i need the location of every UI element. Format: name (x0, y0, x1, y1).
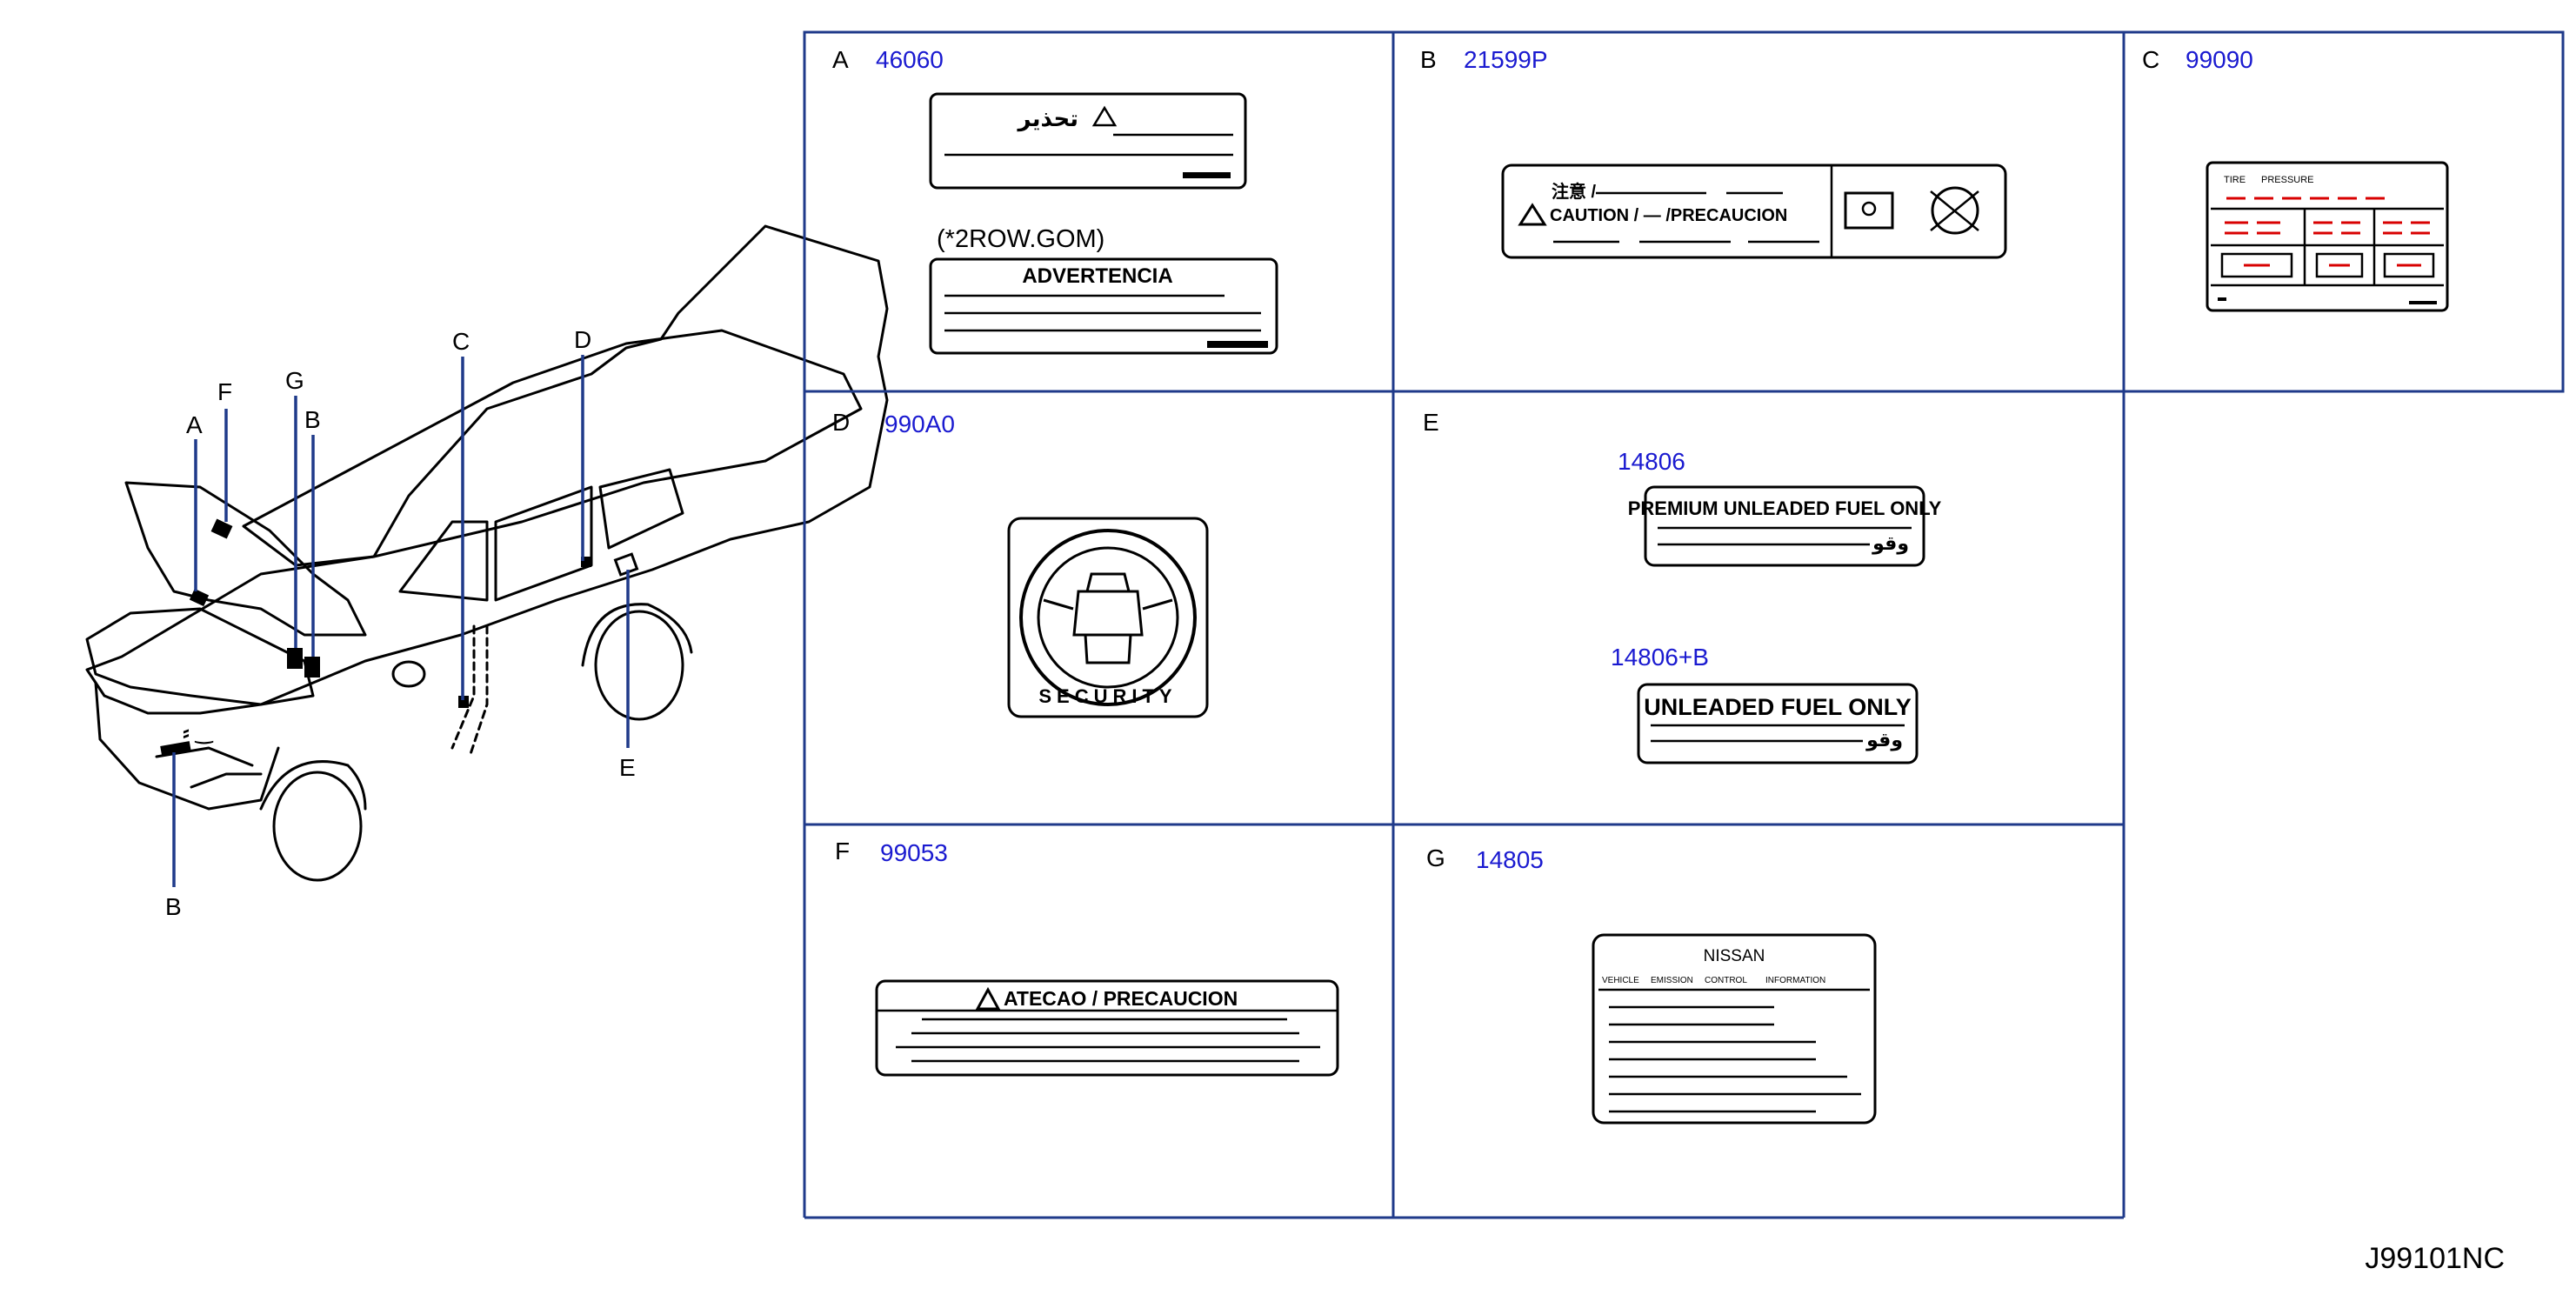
panel-f: F 99053 ATECAO / PRECAUCION (835, 838, 1339, 1077)
panel-c-part-number: 99090 (2186, 46, 2253, 73)
label-g-control: CONTROL (1705, 976, 1747, 985)
panel-a: A 46060 تحذير (*2ROW.GOM) ADVERTENCIA (832, 46, 1278, 355)
panel-d-part-number: 990A0 (884, 411, 955, 437)
diagram-code: J99101NC (2365, 1242, 2505, 1275)
panel-e-part-number-1: 14806 (1618, 448, 1685, 475)
callout-c: C (452, 328, 470, 355)
label-c-pressure-text: PRESSURE (2261, 175, 2314, 185)
label-a-warning (929, 92, 1247, 190)
panel-c: C 99090 TIRE PRESSURE (2142, 46, 2449, 312)
manual-book-icon (1844, 191, 1894, 230)
tire-red-dashes (2225, 221, 2430, 235)
panel-f-part-number: 99053 (880, 839, 948, 866)
label-f-atecao (875, 979, 1339, 1077)
panel-e: E 14806 PREMIUM UNLEADED FUEL ONLY وقو 1… (1423, 409, 1942, 764)
label-e-unleaded-fuel (1637, 683, 1919, 764)
callout-a: A (186, 411, 203, 438)
panel-g-letter: G (1426, 844, 1445, 871)
panel-e-part-number-2: 14806+B (1611, 644, 1709, 671)
panel-g: G 14805 NISSAN VEHICLE EMISSION CONTROL … (1426, 844, 1877, 1125)
callout-e: E (619, 754, 636, 781)
label-g-information: INFORMATION (1765, 976, 1825, 985)
security-text: SECURITY (1038, 685, 1177, 707)
warning-triangle-icon (1091, 105, 1118, 127)
panel-d-letter: D (832, 409, 850, 436)
vehicle-badge-text: ⸗ ‿ (183, 721, 214, 744)
vehicle-illustration: ⸗ ‿ A F G B C D E B (85, 224, 889, 920)
label-e-unleaded-arabic: وقو (1865, 729, 1903, 751)
panel-d: D 990A0 SECURITY (832, 409, 1209, 718)
label-g-vehicle: VEHICLE (1602, 976, 1639, 985)
label-e-premium-fuel (1644, 485, 1925, 567)
atecao-triangle-icon (975, 986, 1001, 1011)
callout-d: D (574, 326, 591, 353)
panel-grid (803, 30, 2565, 1219)
panel-c-letter: C (2142, 46, 2159, 73)
caution-triangle-icon (1518, 203, 1547, 226)
panel-b: B 21599P 注意 / CAUTION / — /PRECAUCION (1420, 46, 2007, 259)
no-service-icon (1931, 186, 1979, 235)
label-c-tire-text: TIRE (2224, 175, 2246, 185)
label-b-text-mid: CAUTION / — /PRECAUCION (1550, 206, 1787, 225)
label-e-premium-arabic: وقو (1872, 532, 1909, 555)
label-a-advertencia-title: ADVERTENCIA (1022, 264, 1172, 288)
label-b-caution (1501, 164, 2007, 259)
callout-g: G (285, 367, 304, 394)
panel-a-part-number: 46060 (876, 46, 944, 73)
panel-b-letter: B (1420, 46, 1437, 73)
security-car-icon (1072, 590, 1144, 637)
label-e-unleaded-text: UNLEADED FUEL ONLY (1644, 694, 1912, 720)
label-e-premium-text: PREMIUM UNLEADED FUEL ONLY (1628, 497, 1942, 519)
callout-b-upper: B (304, 406, 321, 433)
security-outer-ring (1019, 529, 1197, 706)
label-g-brand: NISSAN (1704, 947, 1765, 965)
callout-b-lower: B (165, 893, 182, 920)
panel-f-letter: F (835, 838, 850, 864)
label-a-arabic-warning: تحذير (1017, 105, 1078, 132)
label-b-text-top: 注意 / (1552, 181, 1597, 202)
label-f-title: ATECAO / PRECAUCION (1004, 987, 1238, 1010)
panel-e-letter: E (1423, 409, 1439, 436)
panel-a-letter: A (832, 46, 849, 73)
callout-f: F (217, 378, 232, 405)
panel-g-part-number: 14805 (1476, 846, 1544, 873)
panel-b-part-number: 21599P (1464, 46, 1548, 73)
label-g-emission-text: EMISSION (1651, 976, 1693, 985)
label-a-variant-note: (*2ROW.GOM) (937, 225, 1104, 253)
